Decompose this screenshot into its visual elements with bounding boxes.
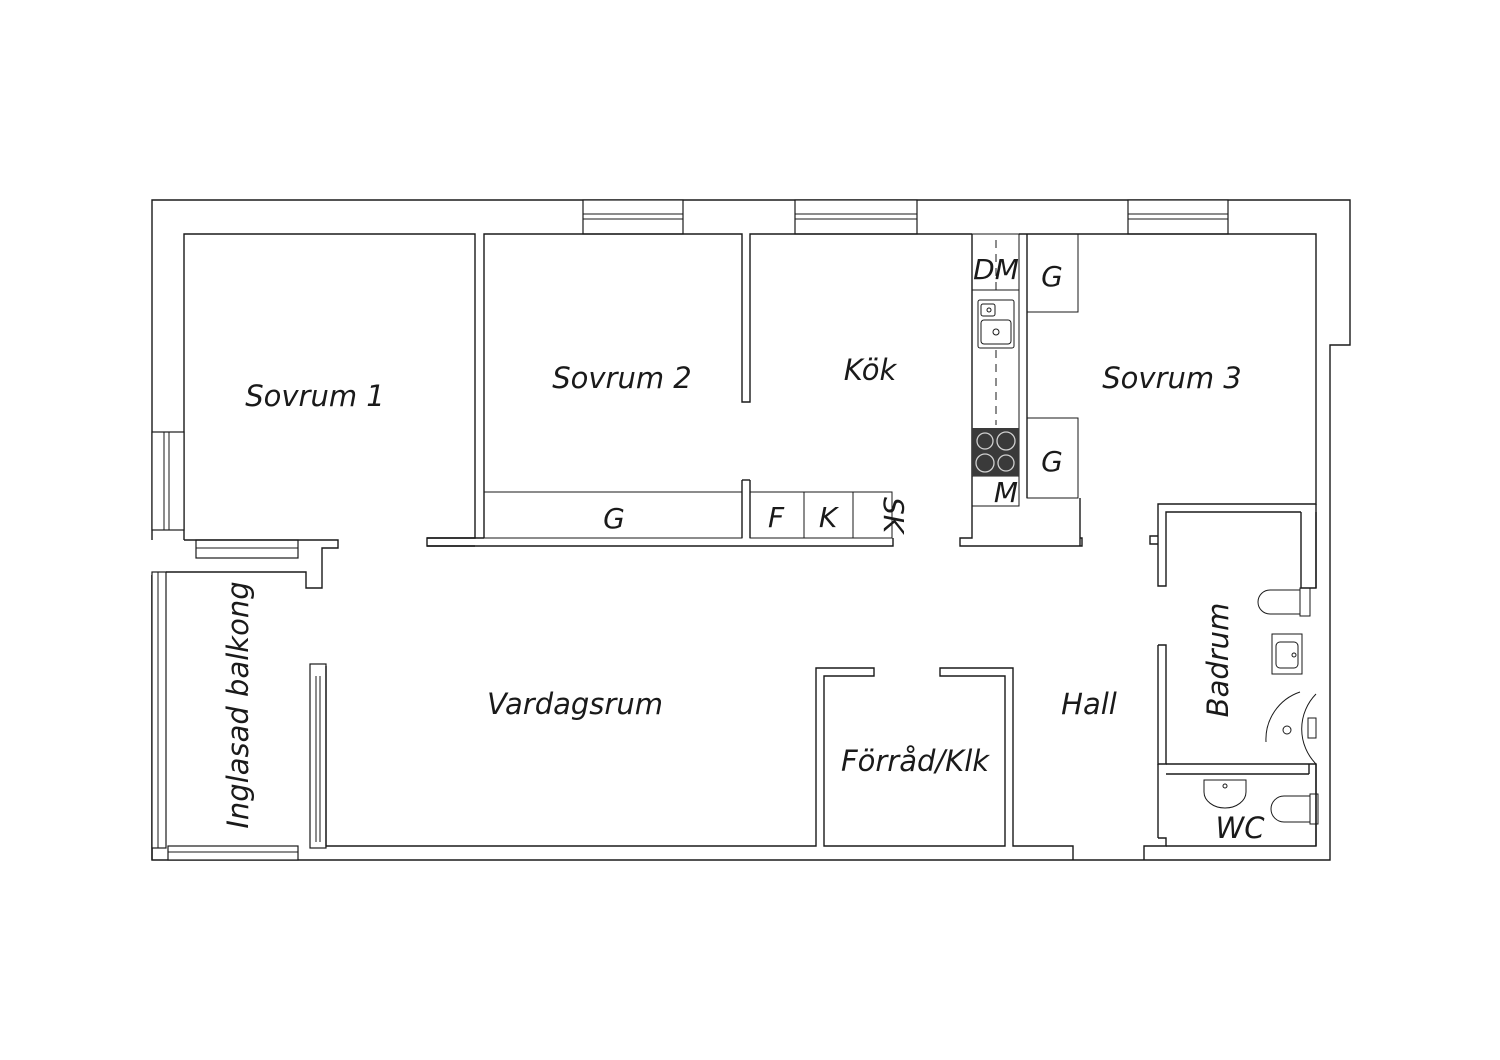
room-label-sovrum-2: Sovrum 2 [552,361,692,395]
sovrum3-walls [1019,233,1317,587]
fixture-label-k: K [819,501,840,534]
room-label-hall: Hall [1061,687,1117,721]
room-label-sovrum-3: Sovrum 3 [1102,361,1242,395]
fixture-label-g-sovrum2: G [603,502,625,535]
fixture-label-g-sovrum3-bottom: G [1041,445,1063,478]
sink-icon [977,299,1015,349]
stove-icon [972,428,1019,476]
kitchen-units [749,491,893,539]
fixture-label-m: M [994,476,1018,509]
room-label-kok: Kök [844,353,898,387]
toilet-icon [1257,587,1311,617]
windows [151,199,1229,861]
fixture-label-sk: SK [877,497,910,536]
shower-icon [1265,691,1317,765]
balcony [151,539,339,860]
wc-basin-icon [1203,779,1247,809]
bathroom-walls [1157,504,1319,847]
room-label-vardagsrum: Vardagsrum [487,687,663,721]
fixture-label-g-sovrum3-top: G [1041,260,1063,293]
washbasin-icon [1271,633,1303,675]
wc-toilet-icon [1270,793,1319,825]
outer-walls [151,199,1351,861]
living-room-walls [325,535,1167,860]
room-label-badrum: Badrum [1201,603,1235,718]
kitchen-counter [959,233,1083,547]
room-label-sovrum-1: Sovrum 1 [245,379,385,413]
fixture-label-dm: DM [973,253,1019,286]
room-label-forrad: Förråd/Klk [841,744,990,778]
fixture-label-f: F [768,501,785,534]
room-label-wc: WC [1216,811,1266,845]
room-label-inglasad-balkong: Inglasad balkong [221,581,255,828]
